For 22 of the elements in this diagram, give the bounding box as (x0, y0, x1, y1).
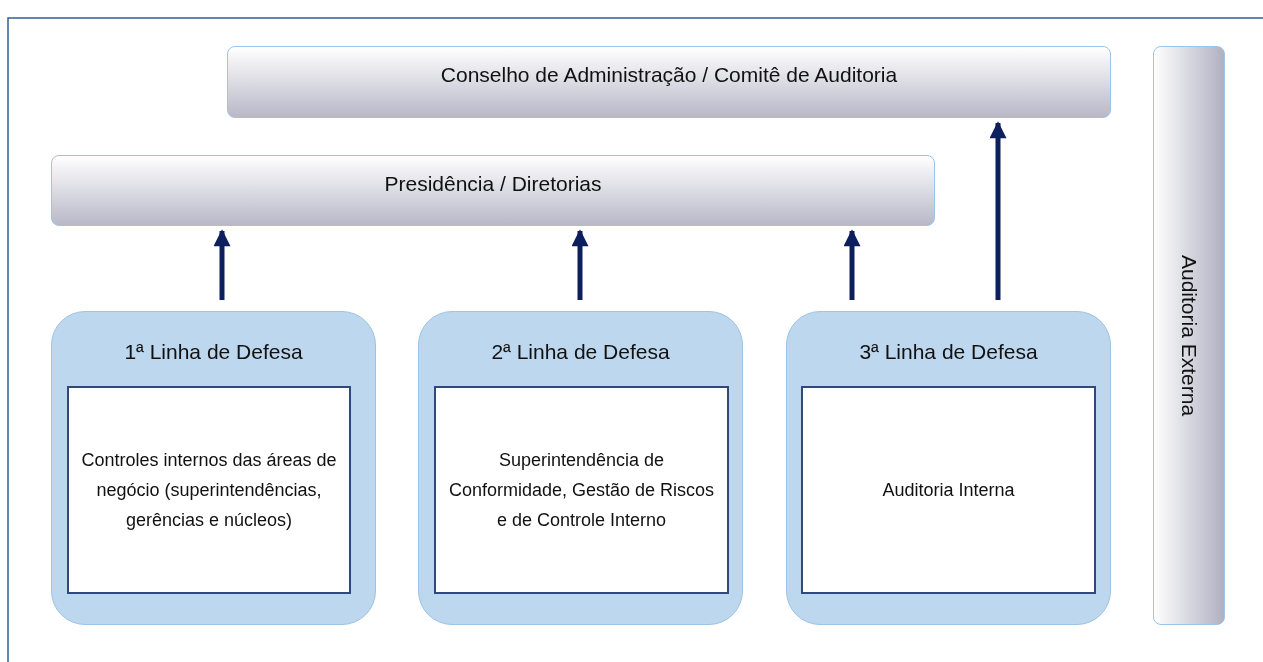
content-box (801, 386, 1096, 594)
arrow (571, 229, 589, 300)
content-box (434, 386, 729, 594)
line-of-defense-panel (786, 311, 1111, 625)
box-label: Superintendência de Conformidade, Gestão de Riscos e de Controle Interno (447, 449, 716, 532)
box-label: Controles internos das áreas de negócio (superintendências, gerências e núcleos) (80, 449, 338, 532)
arrow (213, 229, 231, 300)
arrow (989, 121, 1007, 300)
content-box (67, 386, 351, 594)
box-label: Conselho de Administração / Comitê de Auditoria (440, 63, 898, 87)
line-of-defense-panel (51, 311, 376, 625)
heading-bar (227, 46, 1111, 118)
line-of-defense-panel (418, 311, 743, 625)
panel-heading: 1ª Linha de Defesa (123, 340, 304, 364)
arrow (843, 229, 861, 300)
panel-heading: 2ª Linha de Defesa (490, 340, 671, 364)
side-bar (1153, 46, 1225, 625)
panel-heading: 3ª Linha de Defesa (858, 340, 1039, 364)
box-label: Presidência / Diretorias (384, 172, 602, 196)
box-label: Auditoria Externa (1177, 254, 1201, 417)
box-label: Auditoria Interna (881, 479, 1016, 502)
heading-bar (51, 155, 935, 226)
